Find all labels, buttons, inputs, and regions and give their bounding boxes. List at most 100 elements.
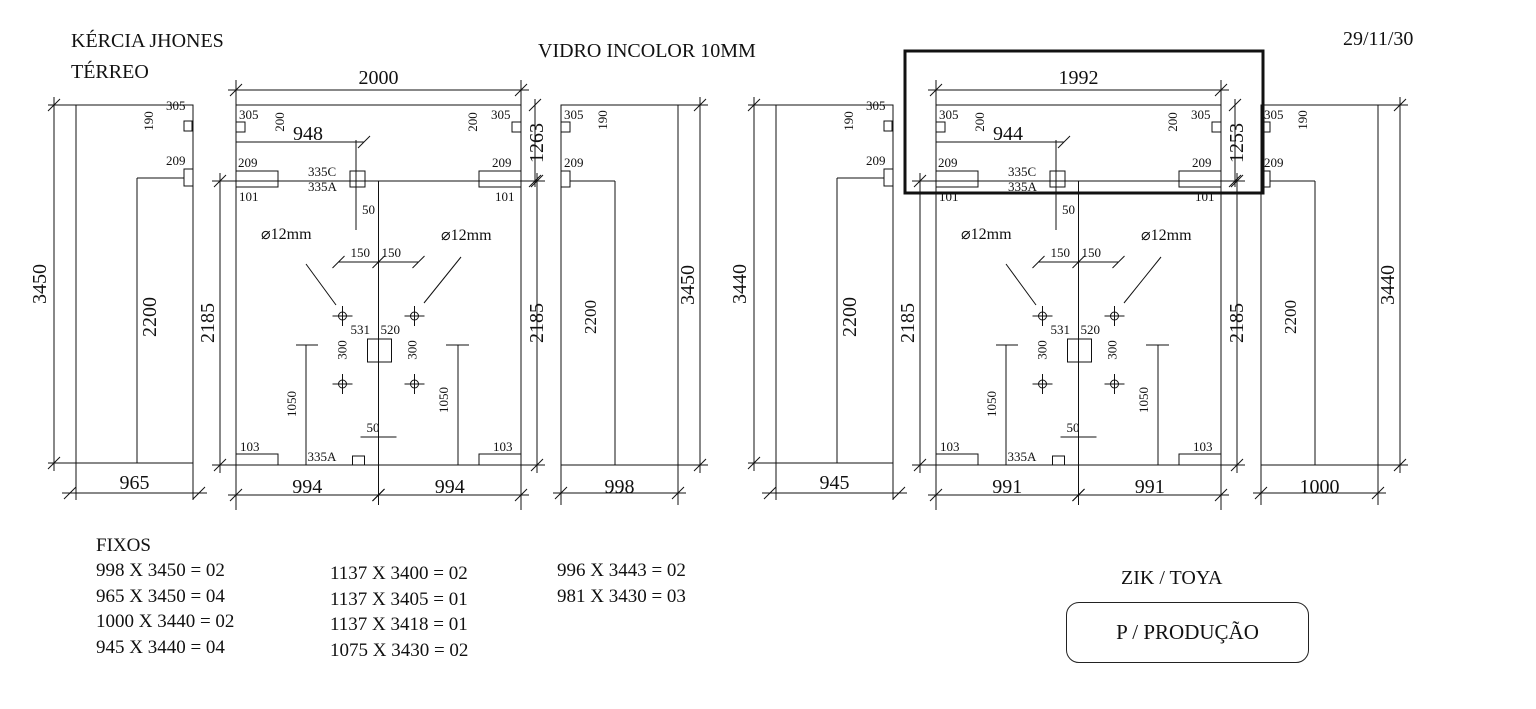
- inner-height: 2200: [139, 297, 161, 337]
- side-height: 1263: [526, 123, 548, 163]
- dim-label: 2185: [1226, 303, 1248, 343]
- lock-c: 335C: [308, 164, 336, 179]
- leader: [305, 263, 337, 306]
- list-item: 1137 X 3418 = 01: [330, 614, 468, 635]
- dim-label: 991: [1135, 476, 1165, 498]
- dim-label: 945: [820, 472, 850, 494]
- dim-tick: [892, 486, 906, 500]
- list-item: 945 X 3440 = 04: [96, 636, 225, 658]
- spacing: 150: [382, 245, 402, 260]
- leader: [1005, 263, 1037, 306]
- dim-tick: [528, 98, 542, 112]
- notch: [560, 121, 571, 133]
- hole-label: 190: [1295, 110, 1310, 130]
- bot-r: 103: [1193, 439, 1213, 454]
- bot-l: 103: [240, 439, 260, 454]
- bot-r: 103: [493, 439, 513, 454]
- corner-notch-left: [235, 121, 246, 133]
- vert-l: 300: [335, 340, 350, 360]
- center-r: 520: [1081, 322, 1101, 337]
- list-item: 1000 X 3440 = 02: [96, 611, 235, 632]
- corner-h: 200: [465, 112, 480, 132]
- spacing: 150: [1082, 245, 1102, 260]
- spacing: 150: [1051, 245, 1071, 260]
- list-item: 998 X 3450 = 02: [96, 560, 225, 581]
- corner-h: 200: [272, 112, 287, 132]
- notch: [183, 120, 193, 132]
- highlight-box: [903, 49, 1265, 195]
- corner-notch-right: [511, 121, 522, 133]
- bot-lock-label: 335A: [1008, 449, 1038, 464]
- lock-c: 335C: [1008, 164, 1036, 179]
- center-plate: [1067, 338, 1092, 363]
- corner-w: 305: [939, 107, 959, 122]
- spacing: 150: [351, 245, 371, 260]
- corner-notch-left: [935, 121, 946, 133]
- dim-label: 1992: [1059, 67, 1099, 89]
- dim-tick: [1057, 135, 1071, 149]
- dim-label: 1000: [1300, 476, 1340, 498]
- list-item: 1075 X 3430 = 02: [330, 639, 469, 661]
- bot-gap: 50: [1067, 420, 1080, 435]
- notch: [883, 120, 893, 132]
- hole-label: 305: [1264, 107, 1284, 122]
- dim-label: 991: [992, 476, 1022, 498]
- bot-notch-right: [478, 453, 522, 466]
- dim-tick: [192, 486, 206, 500]
- dim-tick: [1228, 98, 1242, 112]
- hole-label: 209: [564, 155, 584, 170]
- hole-label: 305: [166, 98, 186, 113]
- hole-label: 305: [866, 98, 886, 113]
- dim-tick: [357, 135, 371, 149]
- drawing-date: 29/11/30: [1343, 28, 1414, 50]
- bot-gap: 50: [367, 420, 380, 435]
- bot-lock-label: 335A: [308, 449, 338, 464]
- inner-height: 2200: [581, 300, 600, 334]
- dim-tick: [763, 486, 777, 500]
- slot-label: 101: [939, 189, 959, 204]
- list-item: 1137 X 3405 = 01: [330, 588, 468, 610]
- hole-label: 209: [166, 153, 186, 168]
- hinge-left: [935, 170, 979, 188]
- hole-label: 209: [866, 153, 886, 168]
- leader: [423, 256, 462, 304]
- bot-l: 103: [940, 439, 960, 454]
- leader: [1123, 256, 1162, 304]
- fixed-panel-right: [560, 104, 679, 466]
- lock-box: [349, 170, 366, 188]
- production-stamp: P / PRODUÇÃO: [1066, 602, 1309, 663]
- material-label: VIDRO INCOLOR 10MM: [538, 40, 756, 62]
- fixed-panel-left: [75, 104, 194, 464]
- vert-l: 300: [1035, 340, 1050, 360]
- hinge-label: 209: [938, 155, 958, 170]
- lock-box: [1049, 170, 1066, 188]
- bot-lock: [1052, 455, 1065, 466]
- offset-label: 944: [993, 123, 1023, 145]
- handle-h-r: 1050: [1136, 387, 1151, 413]
- inner-height: 2200: [839, 297, 861, 337]
- corner-w: 305: [491, 107, 511, 122]
- team-label: ZIK / TOYA: [1121, 567, 1223, 589]
- list-item: 981 X 3430 = 03: [557, 585, 686, 607]
- production-stamp-label: P / PRODUÇÃO: [1116, 620, 1259, 644]
- fixos-col3: 996 X 3443 = 02 981 X 3430 = 03: [557, 558, 686, 609]
- corner-w: 305: [239, 107, 259, 122]
- notch: [883, 168, 894, 187]
- dim-label: 2185: [526, 303, 548, 343]
- dim-tick: [1032, 255, 1045, 269]
- notch: [183, 168, 194, 187]
- corner-notch-right: [1211, 121, 1222, 133]
- dim-label: 2185: [897, 303, 919, 343]
- dim-tick: [63, 486, 77, 500]
- notch: [560, 170, 571, 188]
- dim-label: 3450: [677, 265, 699, 305]
- hole-note-left: ⌀12mm: [961, 226, 1012, 243]
- corner-h: 200: [972, 112, 987, 132]
- bot-notch-left: [935, 453, 979, 466]
- corner-w: 305: [1191, 107, 1211, 122]
- hole-label: 190: [595, 110, 610, 130]
- dim-tick: [1072, 255, 1085, 269]
- center-r: 520: [381, 322, 401, 337]
- list-item: 996 X 3443 = 02: [557, 560, 686, 581]
- handle-h-r: 1050: [436, 387, 451, 413]
